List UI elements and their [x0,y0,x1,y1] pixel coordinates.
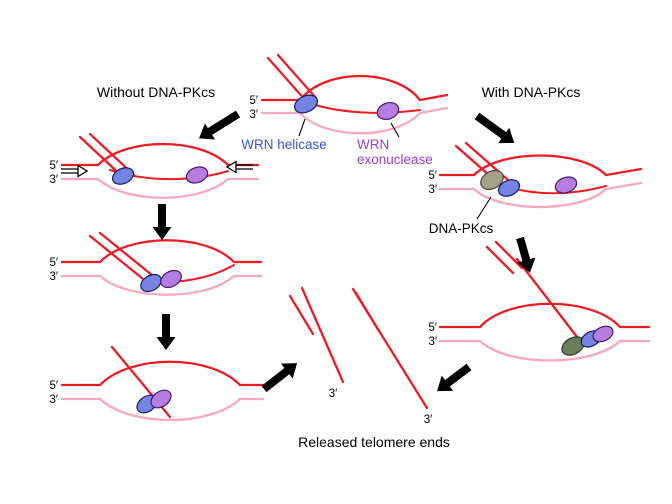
dna-strand-red [604,167,643,177]
released-telomere-ends-label: Released telomere ends [298,434,450,450]
wrn-exonuclease-label-line2: exonuclease [357,152,433,167]
dna-invading-strand [305,101,421,114]
dna-detached-strand [485,245,515,275]
step-arrow-top-to-right [474,112,515,144]
dna-detached-strand [494,240,524,270]
step-arrow-top-to-left [198,110,241,140]
panel-starting-substrate: 5′ 3′ [249,53,449,138]
dna-overhang-strand [276,53,318,100]
wrn-helicase-ellipse [111,167,135,185]
released-end-long-strand [300,286,345,384]
panel-right-step1: 5′ 3′ DNA-PKcs [428,141,643,236]
released-end-long-strand [351,287,429,410]
three-prime-label: 3′ [329,388,338,400]
dna-bubble-top-strand [98,360,242,387]
step-arrow-left-1 [152,204,172,240]
five-prime-label: 5′ [428,170,437,182]
five-prime-label: 5′ [49,257,58,269]
three-prime-label: 3′ [424,414,433,426]
dna-pkcs-pointer-line [476,196,492,220]
wrn-exonuclease-ellipse [376,101,400,121]
panel-left-step3: 5′ 3′ [49,345,265,422]
dna-pkcs-ellipse [480,169,504,191]
five-prime-label: 5′ [249,95,258,107]
released-end-short-strand [288,294,315,336]
wrn-exonuclease-ellipse [185,166,209,184]
dna-bubble-bottom-strand [298,111,422,135]
wrn-exonuclease-ellipse [554,176,578,194]
wrn-helicase-ellipse [294,94,318,114]
five-prime-label: 5′ [49,160,58,172]
dna-bubble-bottom-strand [98,274,236,296]
dna-strand-pink [418,106,449,115]
direction-arrow-right-icon [61,164,89,178]
three-prime-label: 3′ [49,394,58,406]
helicase-pointer-line [298,118,306,137]
dna-bubble-top-strand [472,154,608,177]
wrn-helicase-label: WRN helicase [241,137,327,152]
wrn-helicase-ellipse [497,179,521,197]
dna-overhang-strand [266,56,308,103]
panel-left-step1: 5′ 3′ [49,132,260,199]
step-arrows [152,110,536,393]
step-arrow-right-1 [516,236,536,273]
exonuclease-pointer-line [390,122,400,138]
step-arrow-right-to-released [437,363,472,392]
wrn-exonuclease-ellipse [160,269,182,289]
panel-right-step2: 5′ 3′ [428,240,651,362]
three-prime-label: 3′ [428,184,437,196]
dna-bubble-bottom-strand [98,397,242,422]
five-prime-label: 5′ [428,322,437,334]
wrn-exonuclease-ellipse [150,389,172,409]
dna-bubble-top-strand [98,239,236,264]
direction-arrow-left-icon [225,160,253,174]
dna-pkcs-label: DNA-PKcs [429,221,494,236]
wrn-helicase-ellipse [140,273,162,293]
three-prime-label: 3′ [249,109,258,121]
three-prime-label: 3′ [49,174,58,186]
dna-bubble-bottom-strand [478,339,622,362]
dna-overhang-strand [98,231,160,282]
dna-bubble-top-strand [298,74,422,102]
three-prime-label: 3′ [49,271,58,283]
dna-bubble-top-strand [478,302,622,329]
three-prime-label: 3′ [428,336,437,348]
wrn-exonuclease-ellipse [592,325,614,343]
panel-left-step2: 5′ 3′ [49,231,263,296]
dna-strand-red [418,93,449,102]
panel-released-ends: 3′ 3′ Released telomere ends [288,286,450,450]
dna-strand-pink [604,181,643,191]
wrn-exonuclease-label-line1: WRN [357,137,389,152]
five-prime-label: 5′ [49,380,58,392]
dna-bubble-top-strand [96,142,230,167]
dna-overhang-strand [88,234,150,285]
dna-bubble-bottom-strand [96,177,230,199]
dna-bubble-bottom-strand [472,187,608,209]
step-arrow-left-to-released [261,363,298,393]
dna-released-strand [515,257,586,348]
heading-with: With DNA-PKcs [482,84,581,100]
heading-without: Without DNA-PKcs [97,84,215,100]
step-arrow-left-2 [156,314,176,350]
